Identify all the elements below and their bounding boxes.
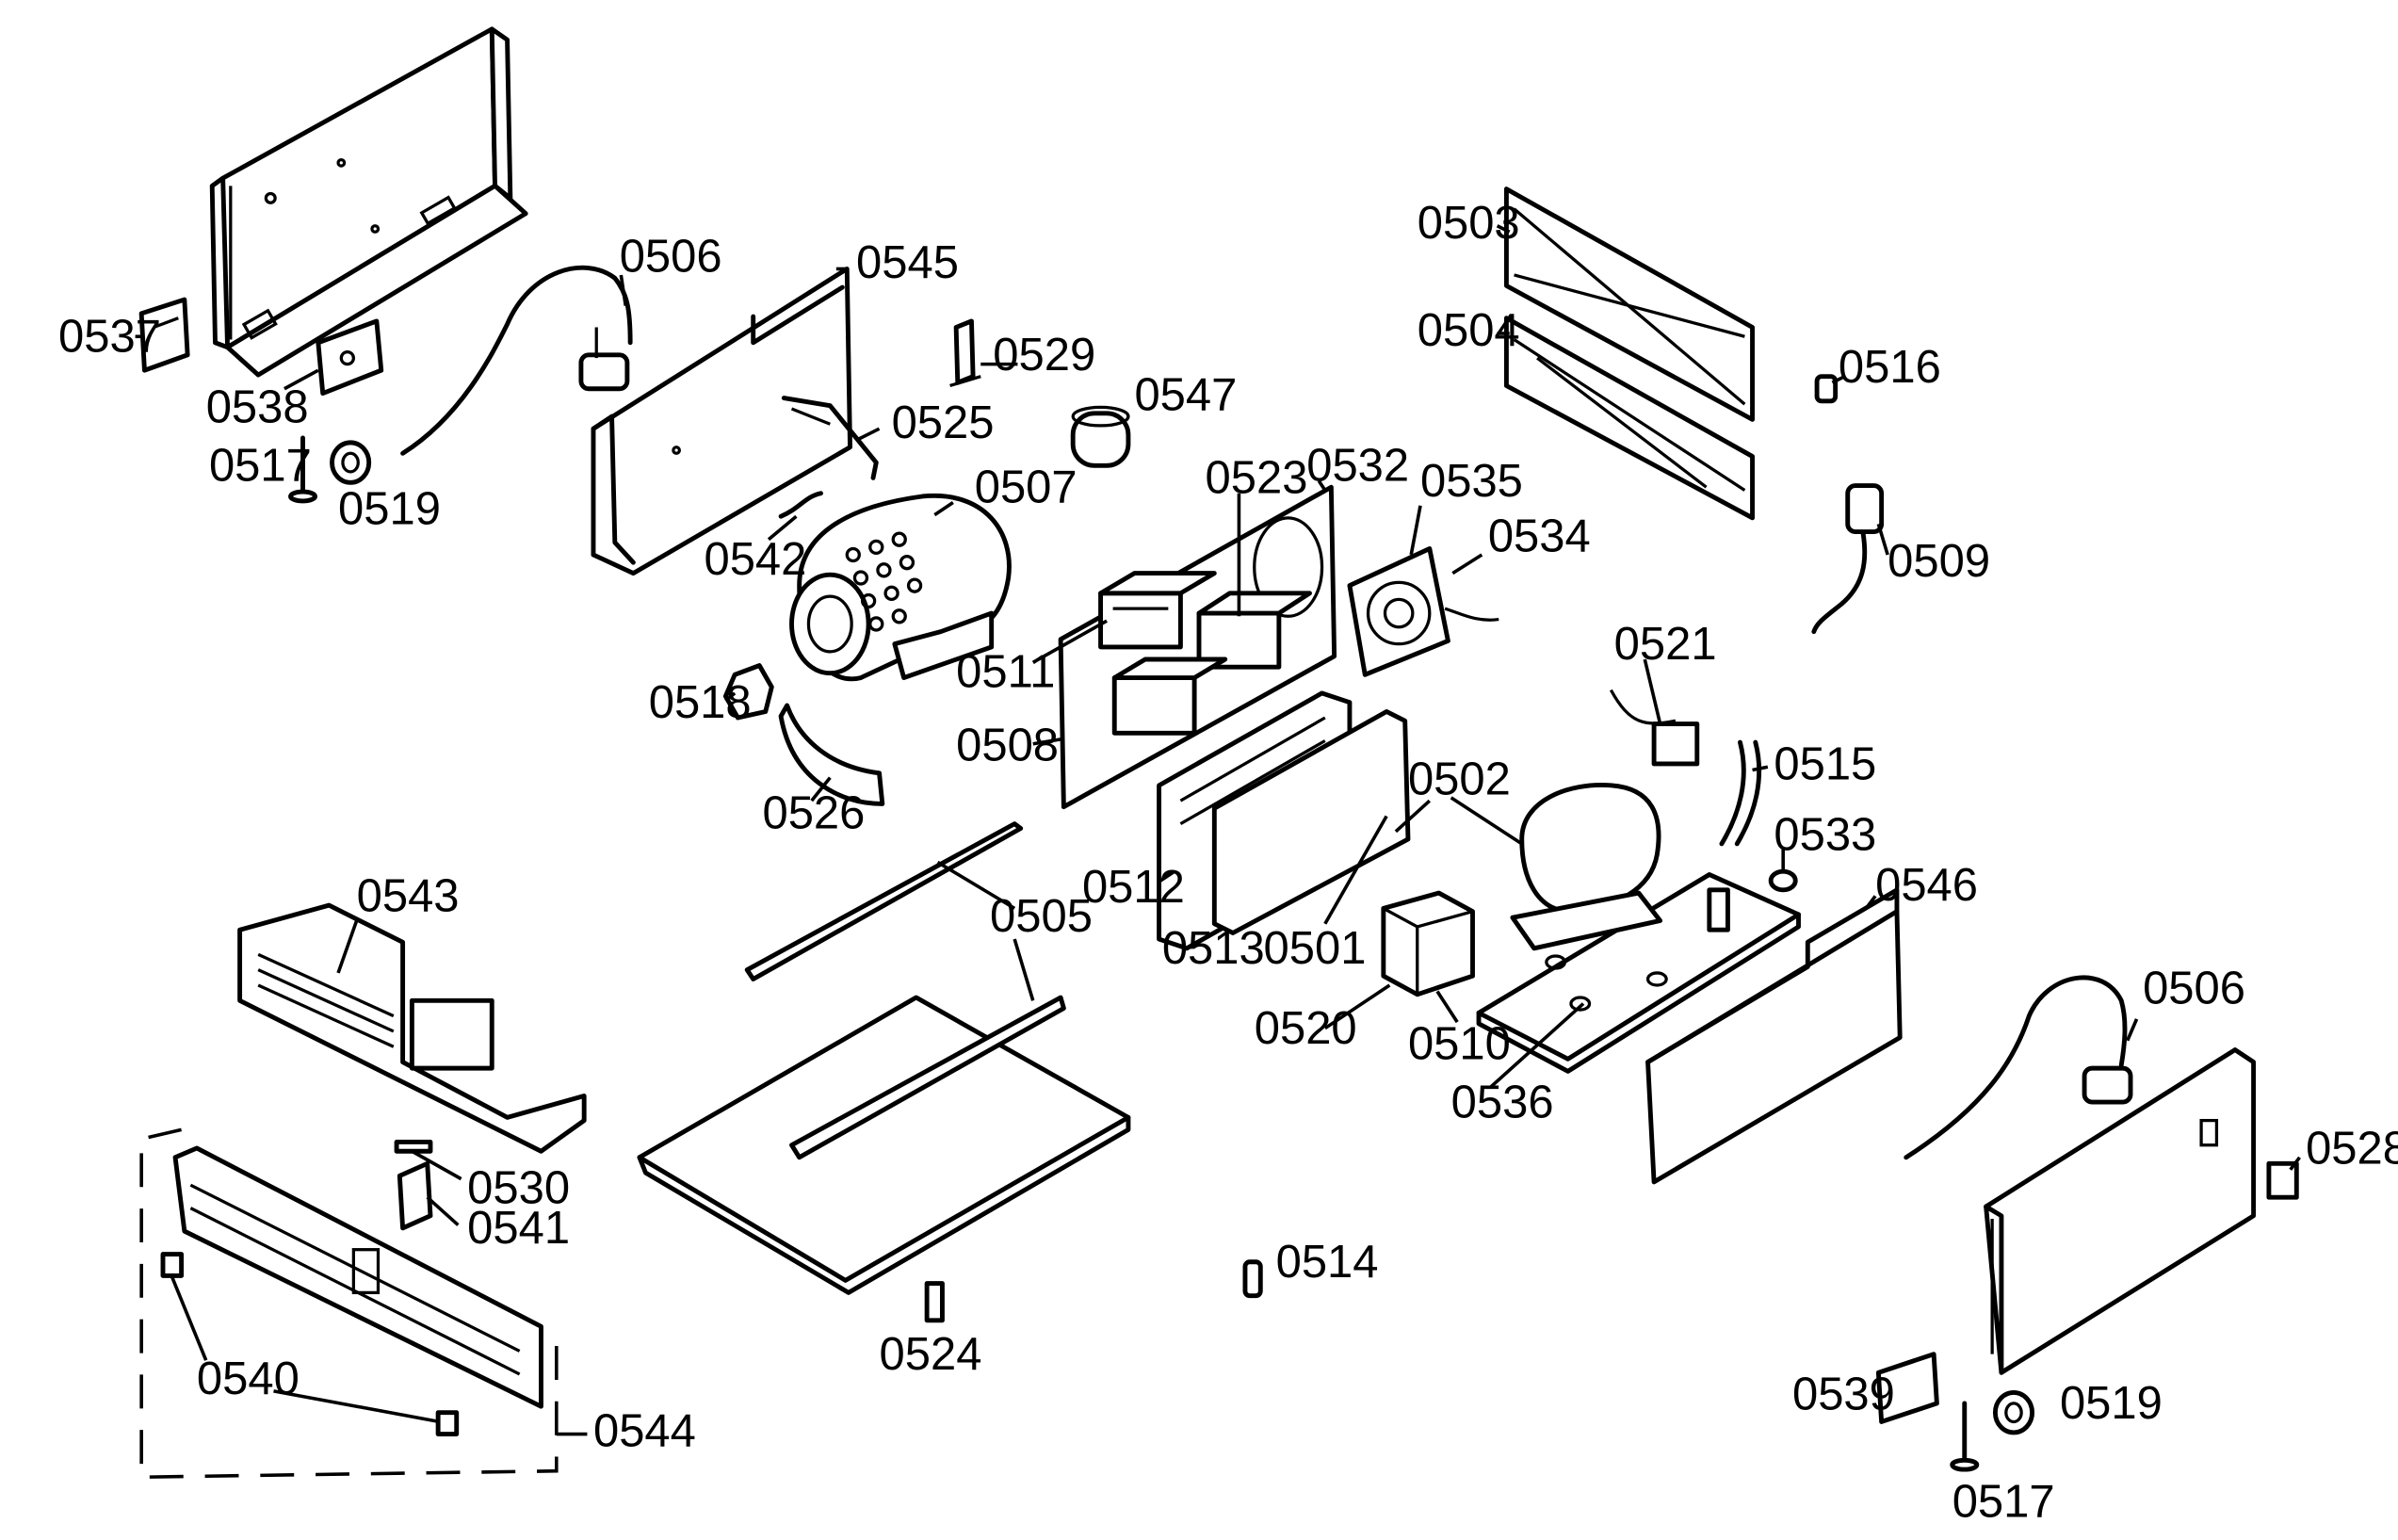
- cover-panel-0503: [1503, 186, 1755, 422]
- callout-0536: 0536: [1451, 1077, 1554, 1127]
- leveling-leg-0517-right: [1950, 1401, 1980, 1472]
- callout-0524: 0524: [880, 1329, 982, 1380]
- callout-0525: 0525: [892, 397, 995, 448]
- callout-0508: 0508: [956, 721, 1059, 771]
- kickplate-0544: [172, 1145, 543, 1409]
- plug-0516: [1814, 374, 1839, 404]
- callout-0518: 0518: [649, 677, 752, 728]
- bracket-0539: [1875, 1352, 1939, 1424]
- callout-0503: 0503: [1418, 198, 1520, 249]
- callout-0517-right: 0517: [1952, 1477, 2055, 1528]
- connector-0524: [924, 1281, 945, 1323]
- foot-0540-a: [160, 1252, 185, 1278]
- callout-0509: 0509: [1888, 536, 1990, 587]
- callout-0532: 0532: [1306, 441, 1409, 492]
- compressor-0502: [1510, 783, 1663, 951]
- bracket-0537: [138, 297, 190, 373]
- callout-0521: 0521: [1614, 619, 1717, 670]
- rear-panel-0546: [1645, 887, 1903, 1185]
- gasket-0518: [722, 663, 774, 721]
- wire-0542: [778, 491, 823, 519]
- callout-0506-bottom: 0506: [2143, 964, 2245, 1014]
- side-panel-right: [1984, 1047, 2257, 1375]
- callout-0533: 0533: [1774, 809, 1876, 860]
- caster-wheel-0519-right: [1992, 1390, 2035, 1435]
- grommet-0533: [1768, 868, 1798, 893]
- transformer-0523: [1196, 591, 1312, 670]
- callout-0526: 0526: [762, 788, 865, 839]
- fan-0535: [1347, 546, 1450, 677]
- callout-0538: 0538: [206, 382, 309, 433]
- callout-0502: 0502: [1408, 754, 1511, 805]
- rail-0505-upper: [744, 821, 1024, 981]
- callout-0510: 0510: [1408, 1018, 1511, 1069]
- shroud-panel-0545: [591, 267, 852, 576]
- callout-0540: 0540: [197, 1354, 300, 1404]
- callout-0501: 0501: [1264, 923, 1367, 974]
- bracket-0541: [397, 1160, 433, 1231]
- grille-frame-0543: [237, 902, 587, 1154]
- callout-0520: 0520: [1255, 1003, 1357, 1054]
- start-relay-box-0510: [1381, 890, 1475, 997]
- callout-0534: 0534: [1488, 511, 1591, 562]
- callout-0517-left: 0517: [209, 441, 312, 492]
- callout-0514: 0514: [1276, 1237, 1379, 1288]
- power-cord-0509: [1811, 483, 1885, 635]
- callout-0507: 0507: [975, 462, 1077, 513]
- leader-lines: [170, 224, 2301, 1436]
- foot-0540-b: [435, 1410, 460, 1436]
- callout-0513: 0513: [1162, 923, 1265, 974]
- caster-wheel-0519-left: [330, 440, 372, 485]
- transformer-0511: [1098, 571, 1217, 650]
- callout-0505: 0505: [990, 891, 1093, 942]
- bracket-0526: [778, 703, 885, 806]
- callout-0516: 0516: [1839, 342, 1941, 393]
- wire-0534: [1444, 607, 1499, 622]
- callout-0543: 0543: [357, 871, 460, 922]
- callout-0545: 0545: [856, 237, 959, 288]
- blower-housing-0507: [789, 493, 1012, 682]
- callout-0519-left: 0519: [338, 483, 441, 534]
- bracket-0538: [316, 318, 384, 397]
- bracket-0525: [781, 396, 879, 480]
- transformer-lower: [1111, 657, 1228, 736]
- clip-0530: [394, 1140, 433, 1154]
- hose-0515: [1719, 739, 1762, 847]
- sleeve-0514: [1242, 1259, 1263, 1299]
- callout-0512: 0512: [1082, 862, 1185, 913]
- callout-0530: 0530: [467, 1163, 570, 1214]
- callout-0528: 0528: [2306, 1123, 2398, 1174]
- cover-panel-0504: [1503, 316, 1755, 521]
- callout-0523: 0523: [1206, 453, 1308, 504]
- callout-labels: 0537 0538 0517 0519 0506 0545 0529 0525 …: [58, 198, 2398, 1528]
- leveling-leg-0517-left: [288, 435, 318, 504]
- drain-pan: [637, 995, 1131, 1295]
- callout-0547: 0547: [1134, 370, 1237, 421]
- cord-0506-bottom: [1904, 975, 2133, 1160]
- condenser-cover-0513: [1211, 709, 1411, 935]
- callout-0519-right: 0519: [2060, 1378, 2163, 1429]
- callout-0511: 0511: [956, 646, 1055, 697]
- capacitor-0547: [1070, 405, 1131, 468]
- callout-0529: 0529: [993, 330, 1095, 381]
- kit-boundary-dashed: [139, 1127, 559, 1480]
- callout-0504: 0504: [1418, 305, 1520, 356]
- callout-0506-top: 0506: [620, 232, 722, 283]
- clip-0529: [949, 318, 981, 388]
- callout-0537-left: 0537: [58, 312, 161, 363]
- callout-0546: 0546: [1875, 860, 1978, 911]
- callout-0515: 0515: [1774, 738, 1876, 789]
- callout-0541: 0541: [467, 1203, 570, 1254]
- rear-panel-left: [209, 26, 528, 378]
- callout-0539: 0539: [1792, 1369, 1895, 1419]
- callout-0535: 0535: [1420, 456, 1523, 507]
- callout-0542: 0542: [704, 534, 806, 585]
- relay-0521: [1609, 689, 1700, 767]
- callout-0544: 0544: [593, 1406, 696, 1457]
